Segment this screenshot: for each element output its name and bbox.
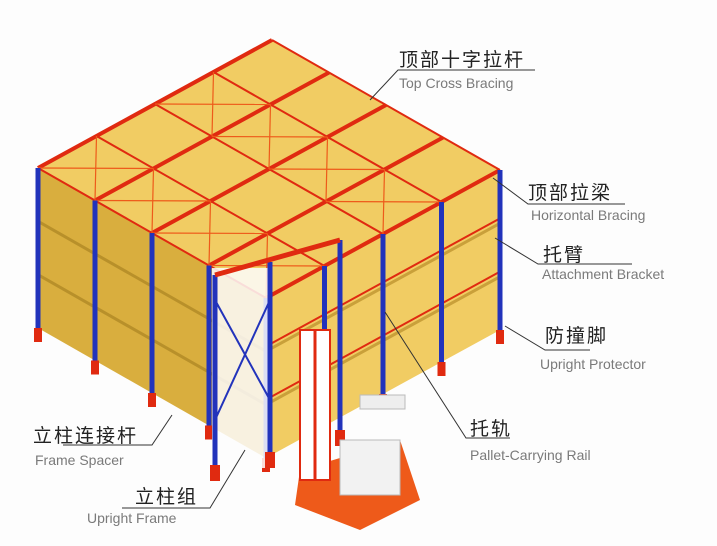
top-cross-brace (208, 200, 212, 266)
upright-protector (91, 360, 99, 375)
forklift-overhead (359, 394, 406, 410)
upright-protector (205, 425, 213, 440)
label-top-cross-bracing-zh: 顶部十字拉杆 (399, 49, 526, 71)
label-leader-line (504, 325, 590, 351)
drive-in-aisle (212, 268, 272, 468)
frame-diagonal (214, 299, 271, 401)
top-cross-brace (325, 136, 329, 202)
top-cross-brace (382, 169, 386, 235)
label-leader-line (369, 69, 535, 101)
label-upright-protector-en: Upright Protector (540, 356, 646, 372)
upright-protector (437, 362, 446, 376)
upright-protector (148, 393, 156, 407)
top-cross-brace (211, 71, 215, 137)
top-cross-brace (94, 135, 98, 201)
label-leader-line (492, 177, 625, 205)
label-upright-protector-zh: 防撞脚 (545, 325, 609, 347)
label-frame-spacer-zh: 立柱连接杆 (33, 425, 139, 447)
label-horizontal-bracing-zh: 顶部拉梁 (528, 182, 613, 204)
upright-protector (34, 328, 42, 342)
label-upright-frame-en: Upright Frame (87, 510, 177, 526)
label-leader-line (384, 311, 510, 439)
label-leader-line (122, 449, 246, 509)
top-tie-beam (271, 39, 501, 171)
top-cross-brace (268, 104, 272, 170)
frame-diagonal (214, 299, 271, 421)
entry-top-beam (214, 237, 341, 278)
label-horizontal-bracing-en: Horizontal Bracing (531, 207, 646, 223)
label-attachment-bracket-zh: 托臂 (543, 244, 586, 266)
top-cross-brace (151, 168, 155, 234)
upright-protector (210, 465, 220, 481)
label-leader-line (494, 237, 632, 265)
label-attachment-bracket-en: Attachment Bracket (542, 266, 665, 282)
upright-protector (335, 430, 345, 446)
label-pallet-carrying-rail-en: Pallet-Carrying Rail (470, 447, 591, 463)
forklift-body (339, 439, 401, 496)
label-leader-line (63, 414, 173, 446)
label-upright-frame-zh: 立柱组 (135, 486, 199, 508)
label-pallet-carrying-rail-zh: 托轨 (470, 418, 513, 440)
label-frame-spacer-en: Frame Spacer (35, 452, 124, 468)
upright-protector (496, 330, 504, 344)
upright-protector (265, 452, 275, 468)
label-top-cross-bracing-en: Top Cross Bracing (399, 75, 514, 91)
